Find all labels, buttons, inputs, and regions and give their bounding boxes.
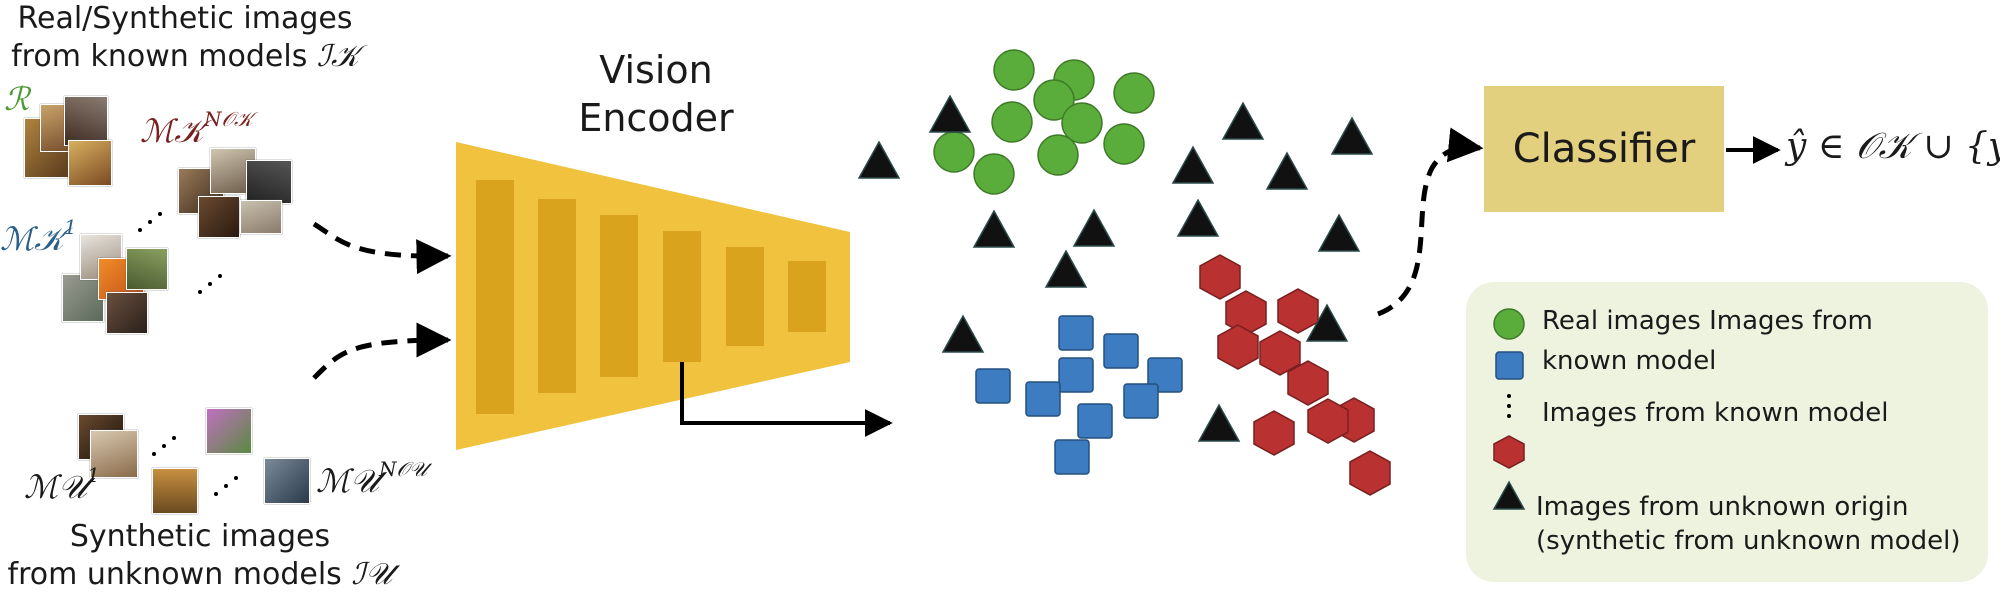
- thumb-mn-3: [246, 160, 292, 204]
- model-n-known-sup: N𝒪𝒦: [203, 107, 253, 131]
- thumb-u1-2: [90, 430, 138, 478]
- unknown-origin-points: [857, 94, 1374, 442]
- thumb-real-4: [68, 140, 112, 186]
- classifier-output: ŷ ∈ 𝒪𝒦 ∪ {yᵤ}: [1786, 126, 2000, 167]
- legend: Real images Images from known model Imag…: [1466, 282, 1988, 582]
- encoder-title-line2: Encoder: [578, 96, 734, 140]
- ellipsis-marks: [138, 212, 238, 496]
- encoder-layers: [476, 180, 826, 414]
- thumb-un-1: [264, 458, 310, 504]
- known-caption-line2-row: from known models ℐ𝒦: [0, 38, 370, 76]
- model-n-unknown-base: ℳ𝒰: [316, 462, 380, 500]
- unknown-caption-symbol: ℐ𝒰: [351, 557, 393, 592]
- black-triangle-icon: [1492, 480, 1526, 510]
- thumb-m1-5: [106, 292, 148, 334]
- other-known-points: [1199, 254, 1391, 496]
- known-caption-line2: from known models: [11, 39, 308, 74]
- real-label: ℛ: [4, 80, 30, 118]
- encoder-title-line1: Vision: [599, 48, 713, 92]
- green-circle-icon: [1493, 308, 1525, 340]
- unknown-to-encoder-arrow: [312, 322, 452, 380]
- known-to-encoder-arrow: [312, 221, 452, 275]
- thumb-mn-5: [240, 200, 282, 234]
- red-hexagon-icon: [1493, 435, 1525, 469]
- classifier-label: Classifier: [1512, 126, 1696, 172]
- blue-square-icon: [1495, 351, 1524, 380]
- model-n-known-base: ℳ𝒦: [140, 112, 204, 150]
- legend-unknown-line2: (synthetic from unknown model): [1536, 526, 1961, 556]
- model-1-known-base: ℳ𝒦: [0, 220, 64, 258]
- model-n-unknown-label: ℳ𝒰N𝒪𝒰: [316, 457, 427, 501]
- encoder-to-embedding-arrow: [680, 362, 893, 437]
- known-caption-line1: Real/Synthetic images: [17, 1, 353, 36]
- legend-real-text: Real images Images from: [1542, 306, 1873, 336]
- model-n-unknown-sup: N𝒪𝒰: [379, 457, 428, 481]
- model-1-known-sup: 1: [63, 215, 77, 239]
- embedding-to-classifier-arrow: [1377, 127, 1484, 317]
- model-1-unknown-label: ℳ𝒰1: [24, 463, 100, 507]
- known-caption-symbol: ℐ𝒦: [316, 39, 359, 74]
- legend-dots-text: Images from known model: [1542, 398, 1889, 428]
- legend-known-text: known model: [1542, 346, 1717, 376]
- unknown-caption-line1: Synthetic images: [69, 519, 331, 554]
- thumb-u-burger: [152, 468, 198, 514]
- model-1-known-label: ℳ𝒦1: [0, 215, 77, 259]
- unknown-caption-line2-row: from unknown models ℐ𝒰: [0, 556, 400, 594]
- thumb-real-3: [64, 96, 108, 146]
- thumb-u-flower: [206, 408, 252, 454]
- classifier-box: Classifier: [1484, 86, 1724, 212]
- real-image-points: [933, 49, 1155, 195]
- thumb-m1-4: [126, 248, 168, 290]
- model-n-known-label: ℳ𝒦N𝒪𝒦: [140, 107, 253, 151]
- legend-unknown-line1: Images from unknown origin: [1536, 492, 1909, 522]
- known-caption: Real/Synthetic images from known models …: [0, 0, 370, 76]
- encoder-title: Vision Encoder: [546, 46, 766, 142]
- legend-icons: [1492, 308, 1526, 510]
- unknown-caption-line2: from unknown models: [7, 557, 342, 592]
- thumb-mn-4: [198, 196, 240, 238]
- model-1-unknown-sup: 1: [87, 463, 100, 487]
- unknown-caption: Synthetic images from unknown models ℐ𝒰: [0, 518, 400, 594]
- model-1-unknown-base: ℳ𝒰: [24, 468, 88, 506]
- dots-icon: [1507, 394, 1511, 418]
- known-model-points: [975, 315, 1183, 475]
